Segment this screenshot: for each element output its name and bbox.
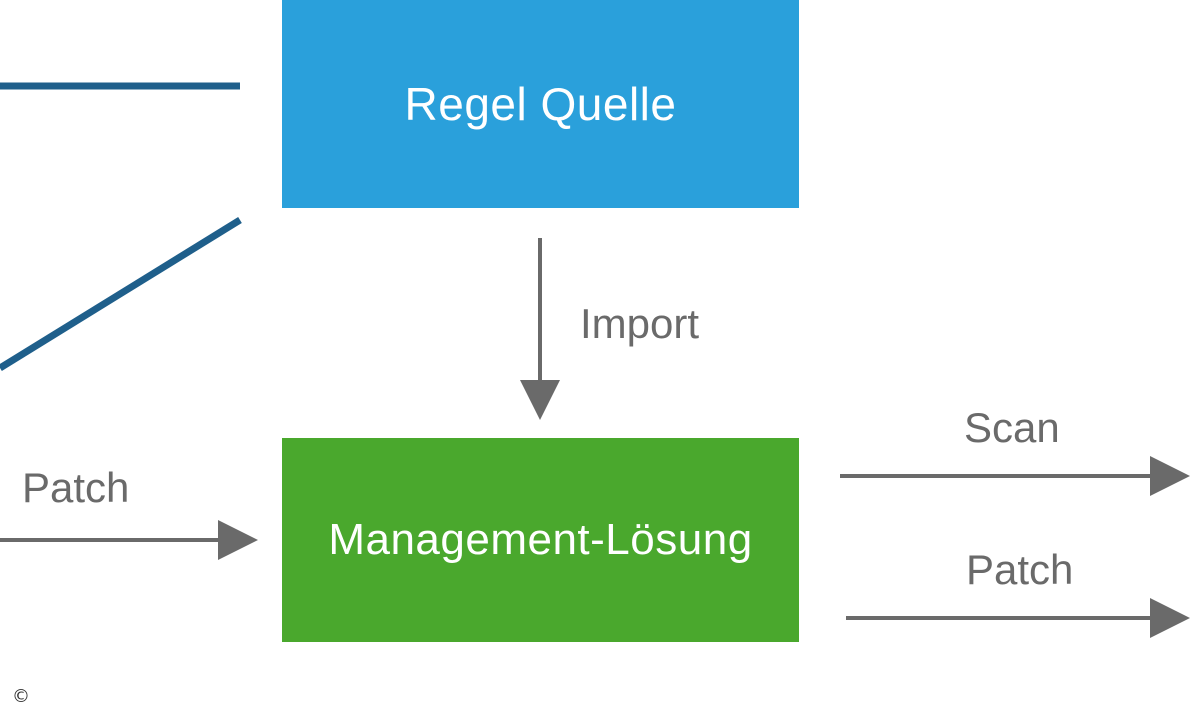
import-label: Import [580,300,700,347]
blue-connector-diagonal [0,217,242,371]
patch-out-label: Patch [966,546,1074,593]
management-loesung-label: Management-Lösung [328,515,753,564]
management-loesung-node: Management-Lösung [282,438,799,642]
copyright-mark: © [12,686,30,707]
scan-label: Scan [964,404,1060,451]
regel-quelle-label: Regel Quelle [404,78,677,130]
patch-in-label: Patch [22,464,130,511]
regel-quelle-node: Regel Quelle [282,0,799,208]
